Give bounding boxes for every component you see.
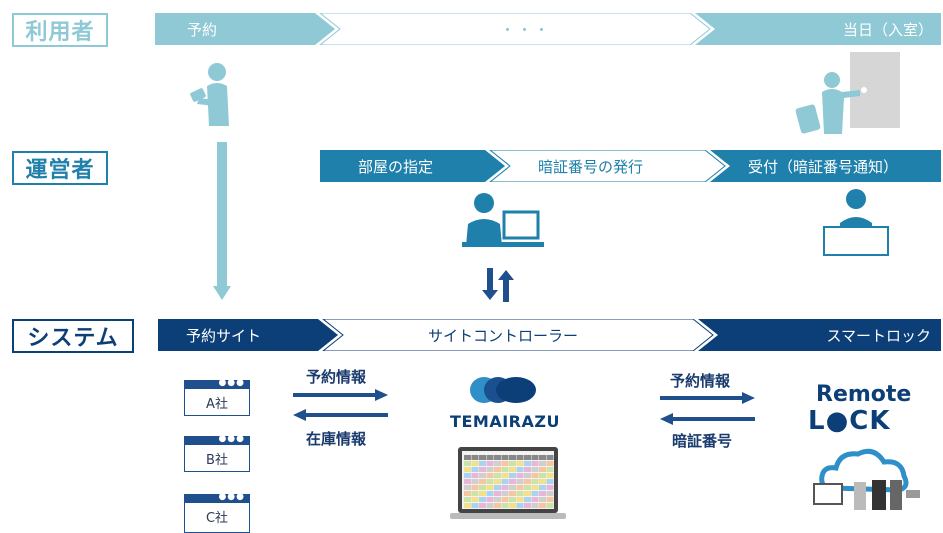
booking-site-b-label: B社 (206, 453, 228, 468)
operator-flow-band-shape (320, 150, 941, 182)
operator-step-issue-code: 暗証番号の発行 (538, 157, 644, 176)
user-flow-band-shape (155, 13, 941, 45)
user-step-reserve: 予約 (187, 20, 218, 39)
left-exchange-inventory-label: 在庫情報 (306, 430, 367, 448)
user-entering-room-icon (795, 52, 900, 134)
temairazu-logo-icon (470, 377, 536, 403)
system-step-site-controller: サイトコントローラー (428, 326, 579, 345)
bidirectional-arrows-icon (482, 268, 514, 302)
operator-laptop-icon (462, 193, 544, 247)
role-user-label: 利用者 (12, 13, 108, 47)
left-left-arrow (293, 409, 388, 421)
left-exchange-reservation-label: 予約情報 (306, 368, 367, 386)
remote-lock-wordmark-bottom: L●CK (808, 406, 891, 436)
right-left-arrow (660, 413, 755, 425)
user-to-system-arrow (213, 142, 231, 300)
receptionist-icon (823, 189, 889, 256)
operator-step-reception: 受付（暗証番号通知） (748, 157, 899, 176)
left-right-arrow (293, 389, 388, 401)
user-step-dots: ・・・ (500, 20, 552, 39)
operator-flow-band: 部屋の指定 暗証番号の発行 受付（暗証番号通知） (320, 150, 941, 182)
operator-step-assign-room: 部屋の指定 (358, 157, 434, 176)
right-exchange-pin-label: 暗証番号 (672, 432, 733, 450)
user-flow-band: 予約 ・・・ 当日（入室） (155, 13, 941, 45)
cloud-devices-icon (813, 448, 920, 510)
booking-site-c: ●●● C社 (183, 493, 250, 533)
booking-site-a: ●●● A社 (183, 379, 250, 416)
laptop-site-controller-icon (450, 447, 566, 519)
right-right-arrow (660, 392, 755, 404)
role-operator-label: 運営者 (12, 151, 108, 185)
user-phone-icon (190, 63, 229, 126)
booking-site-b: ●●● B社 (183, 435, 250, 472)
system-step-booking-site: 予約サイト (186, 326, 262, 345)
system-flow-band: 予約サイト サイトコントローラー スマートロック (158, 319, 941, 351)
system-flow-band-shape (158, 319, 941, 351)
remote-lock-wordmark-top: Remote (816, 382, 912, 407)
system-step-smart-lock: スマートロック (826, 326, 931, 345)
booking-site-c-label: C社 (205, 511, 229, 526)
role-system-label: システム (12, 319, 134, 353)
booking-site-a-label: A社 (206, 397, 228, 412)
right-exchange-reservation-label: 予約情報 (670, 372, 731, 390)
temairazu-wordmark: TEMAIRAZU (450, 412, 560, 431)
user-step-same-day: 当日（入室） (842, 20, 933, 39)
